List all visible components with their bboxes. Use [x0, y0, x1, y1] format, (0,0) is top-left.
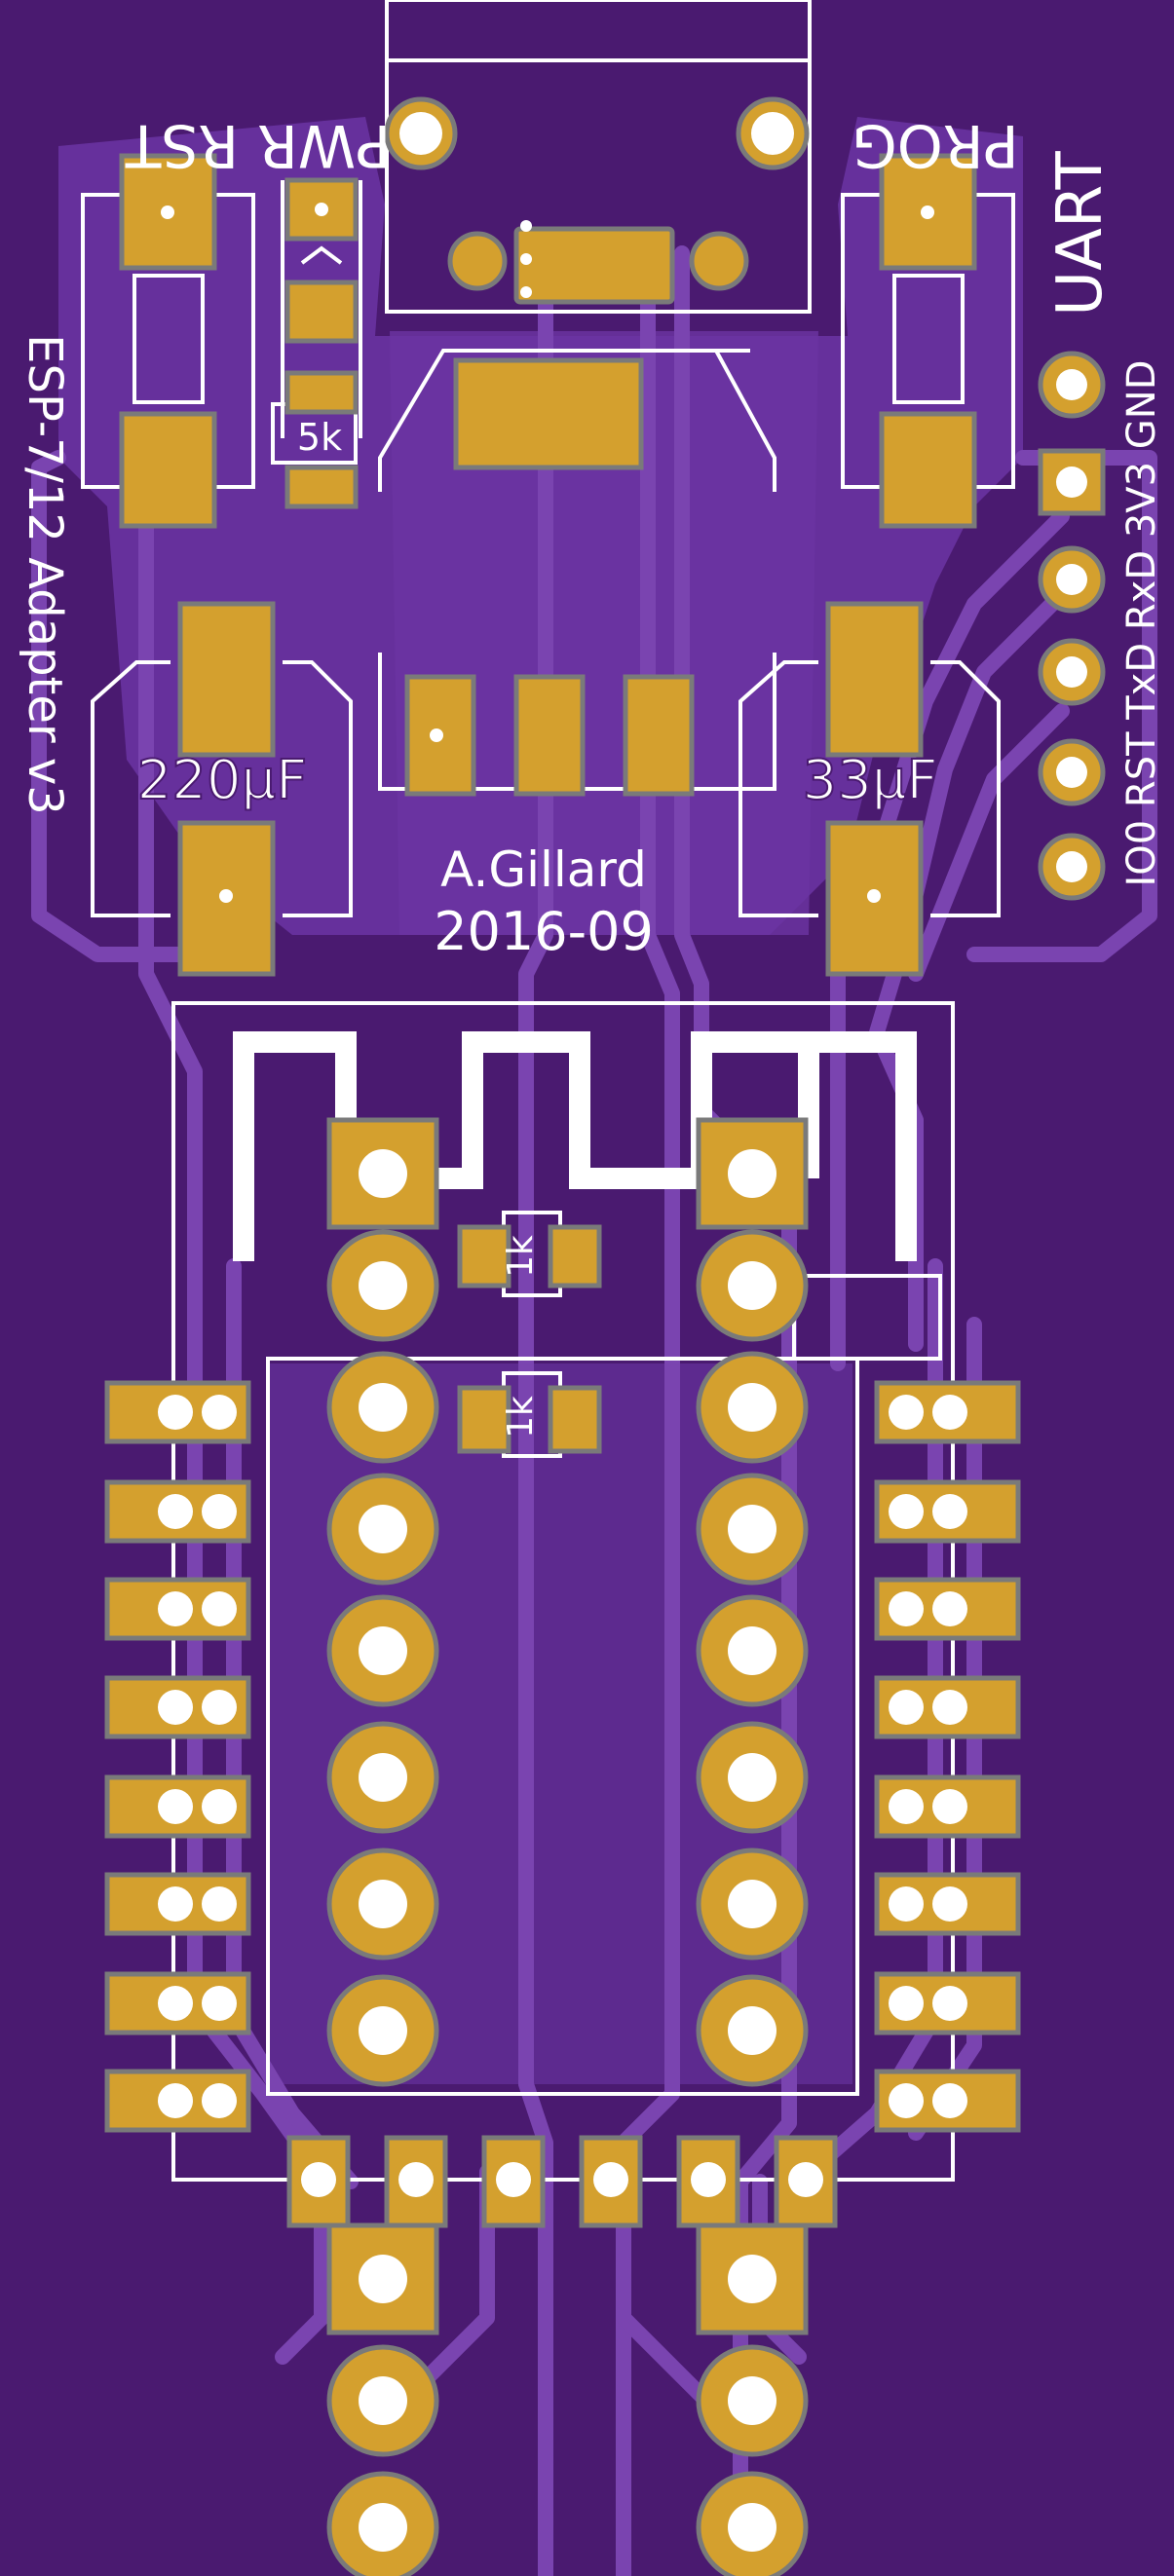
prog-label: PROG: [852, 111, 1019, 179]
prog-switch-outline: [841, 193, 882, 489]
regulator-outline: [378, 349, 776, 492]
esp-shield-outline: [266, 1357, 859, 2096]
cap-left-label: 220µF: [137, 749, 308, 812]
res-5k-label: 5k: [297, 416, 342, 459]
silkscreen-text: PWR RST PROG UART ESP-7/12 Adapter v3 IO…: [18, 111, 1164, 1438]
pwr-rst-label: PWR RST: [125, 111, 391, 179]
uart-pin-labels: IO0 RST TxD RxD 3V3 GND: [1119, 359, 1164, 886]
board-title: ESP-7/12 Adapter v3: [18, 334, 72, 815]
usb-connector-outline: [385, 0, 812, 314]
cap-left-outline: [91, 660, 353, 917]
res-1k-a-label: 1k: [501, 1235, 541, 1278]
date-label: 2016-09: [434, 901, 654, 962]
uart-label: UART: [1044, 150, 1117, 316]
cap-right-label: 33µF: [802, 749, 937, 812]
res-1k-b-label: 1k: [501, 1396, 541, 1438]
author-label: A.Gillard: [440, 841, 647, 898]
drill-holes: [158, 112, 1087, 2552]
rst-switch-outline: [81, 193, 122, 489]
cap-right-outline: [738, 660, 1001, 917]
